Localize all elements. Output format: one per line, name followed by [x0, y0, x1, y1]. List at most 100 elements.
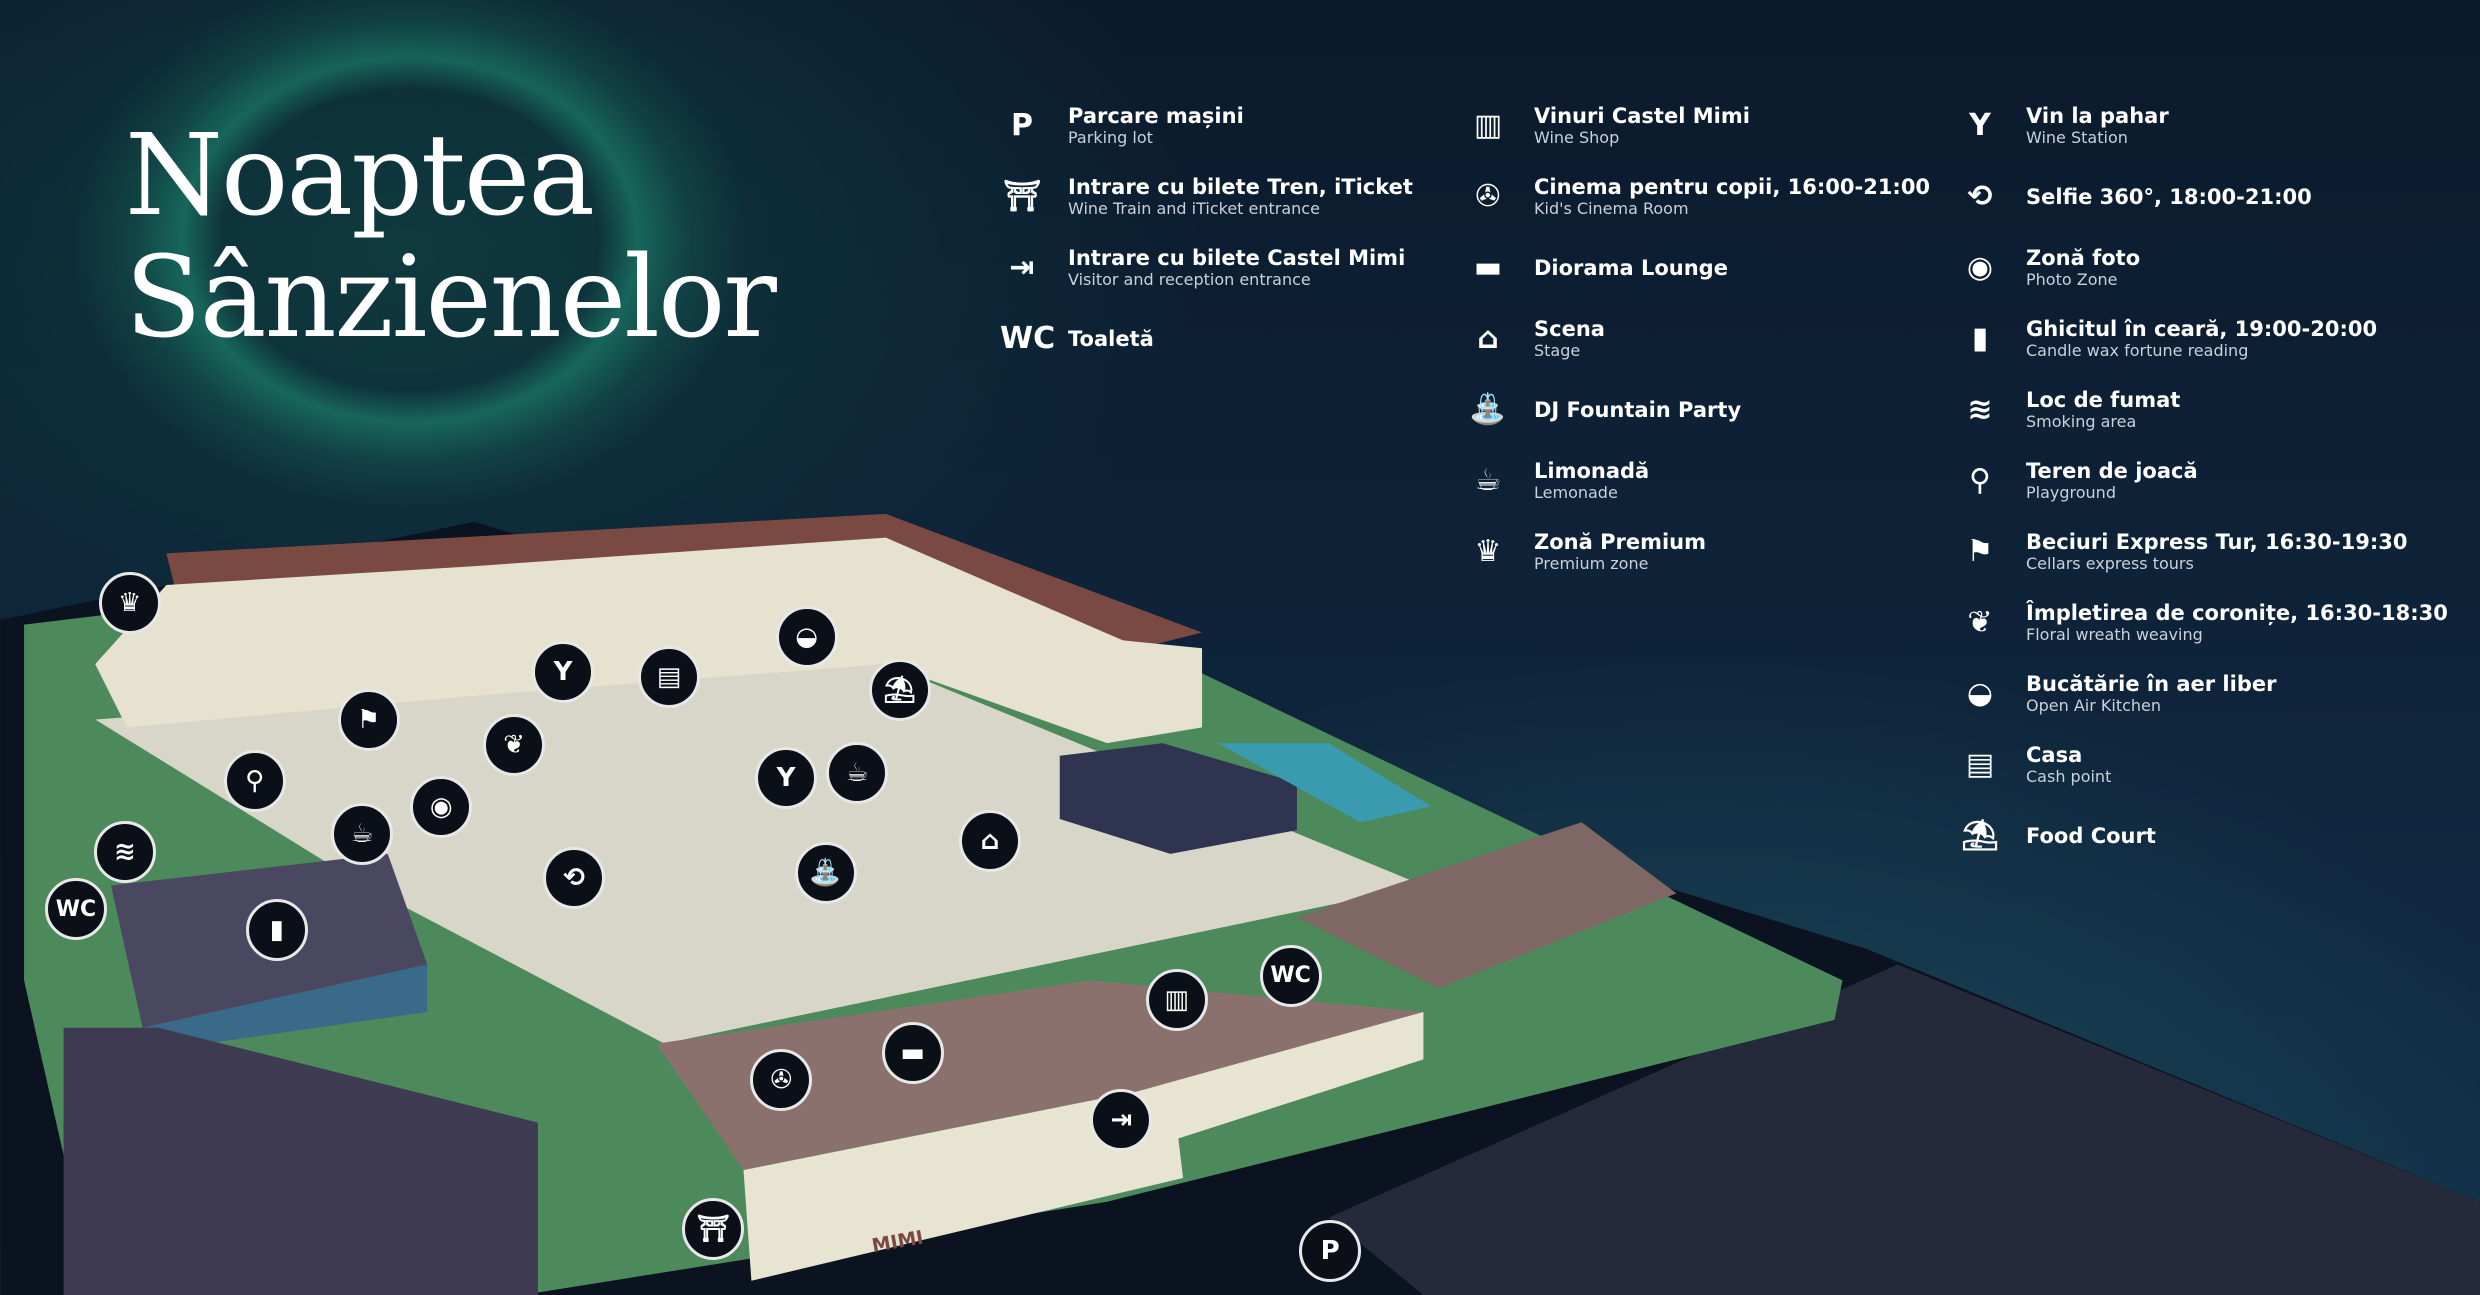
legend-label: Beciuri Express Tur, 16:30-19:30 — [2026, 529, 2408, 554]
legend-sublabel: Wine Shop — [1534, 127, 1620, 147]
map-marker-wc[interactable]: WC — [1259, 944, 1322, 1007]
entrance-arrow-icon: ⇥ — [1009, 250, 1035, 285]
photo-pin-icon: ◉ — [1966, 250, 1994, 285]
legend-text: Toaletă — [1068, 327, 1154, 351]
legend-label: Scena — [1534, 316, 1605, 341]
map-marker-premium[interactable]: ♛ — [98, 571, 161, 634]
parking-icon: P — [1011, 108, 1033, 143]
legend-item: ⛲ DJ Fountain Party — [1466, 374, 1930, 445]
legend-label: Intrare cu bilete Tren, iTicket — [1068, 174, 1413, 199]
legend-label: Zonă foto — [2026, 245, 2141, 270]
legend-sublabel: Wine Train and iTicket entrance — [1068, 198, 1320, 218]
sparkle-ring-decoration — [60, 0, 760, 520]
fountain-icon: ⛲ — [1469, 392, 1507, 427]
legend-sublabel: Wine Station — [2026, 127, 2128, 147]
legend-item: WC Toaletă — [1000, 303, 1413, 374]
map-marker-wreath[interactable]: ❦ — [483, 713, 546, 776]
map-warehouse-roof — [1296, 822, 1677, 989]
wc-icon: WC — [1000, 321, 1056, 356]
legend-text: Diorama Lounge — [1534, 256, 1728, 280]
legend-label: Intrare cu bilete Castel Mimi — [1068, 245, 1406, 270]
legend-label: Toaletă — [1068, 326, 1154, 351]
map-bottom-left-building — [63, 1027, 538, 1295]
map-road — [1328, 964, 2480, 1295]
map-marker-tour-guide[interactable]: ⚑ — [337, 688, 400, 751]
legend-sublabel: Playground — [2026, 482, 2116, 502]
map-marker-fountain[interactable]: ⛲ — [794, 842, 857, 905]
map-marker-grill[interactable]: ◒ — [775, 606, 838, 669]
map-marker-cash-register[interactable]: ▤ — [638, 645, 701, 708]
map-marker-candle[interactable]: ▮ — [245, 898, 308, 961]
map-marker-stage[interactable]: ⌂ — [959, 810, 1022, 873]
legend-sublabel: Floral wreath weaving — [2026, 624, 2203, 644]
cigarette-icon: ≋ — [1967, 392, 1993, 427]
map-marker-wine-shop[interactable]: ▥ — [1145, 968, 1208, 1031]
legend-label: Cinema pentru copii, 16:00-21:00 — [1534, 174, 1931, 199]
gate-icon: ⛩ — [1002, 179, 1042, 214]
premium-crown-icon: ♛ — [1474, 534, 1502, 569]
map-marker-wine-glass[interactable]: Y — [755, 747, 818, 810]
map-marker-lemonade[interactable]: ☕ — [331, 802, 394, 865]
map-marker-lemonade[interactable]: ☕ — [826, 742, 889, 805]
map-marker-selfie-360[interactable]: ⟲ — [543, 846, 606, 909]
map-marker-gate[interactable]: ⛩ — [682, 1197, 745, 1260]
legend-sublabel: Parking lot — [1068, 127, 1153, 147]
legend-label: DJ Fountain Party — [1534, 397, 1742, 422]
cash-register-icon: ▤ — [1965, 747, 1995, 782]
legend-item: ⛱Food Court — [1958, 800, 2448, 871]
legend-sublabel: Premium zone — [1534, 553, 1649, 573]
lemonade-icon: ☕ — [1474, 463, 1502, 498]
sofa-icon: ▬ — [1473, 250, 1503, 285]
map-marker-badminton[interactable]: ⚲ — [223, 750, 286, 813]
map-marker-food-court[interactable]: ⛱ — [868, 658, 931, 721]
map-marker-entrance-arrow[interactable]: ⇥ — [1090, 1088, 1153, 1151]
map-marker-wine-glass[interactable]: Y — [532, 641, 595, 704]
stage-icon: ⌂ — [1477, 321, 1499, 356]
grill-icon: ◒ — [1966, 676, 1994, 711]
legend-item: ⟲Selfie 360°, 18:00-21:00 — [1958, 161, 2448, 232]
map-marker-sofa[interactable]: ▬ — [881, 1022, 944, 1085]
page-title: Noaptea Sânzienelor — [125, 111, 777, 363]
map-marker-photo-pin[interactable]: ◉ — [410, 775, 473, 838]
legend-sublabel: Photo Zone — [2026, 269, 2118, 289]
food-court-icon: ⛱ — [1960, 818, 2000, 853]
map-marker-film-reel[interactable]: ✇ — [750, 1049, 813, 1112]
legend-label: Împletirea de coronițe, 16:30-18:30 — [2026, 600, 2448, 625]
legend-label: Vinuri Castel Mimi — [1534, 103, 1750, 128]
map-marker-cigarette[interactable]: ≋ — [93, 821, 156, 884]
map-marker-wc[interactable]: WC — [44, 878, 107, 941]
legend-text: DJ Fountain Party — [1534, 398, 1741, 422]
map-marker-parking[interactable]: P — [1299, 1220, 1362, 1283]
legend-label: Selfie 360°, 18:00-21:00 — [2026, 184, 2312, 209]
legend-sublabel: Cellars express tours — [2026, 553, 2194, 573]
legend-label: Teren de joacă — [2026, 458, 2198, 483]
legend-sublabel: Lemonade — [1534, 482, 1618, 502]
legend-label: Vin la pahar — [2026, 103, 2169, 128]
